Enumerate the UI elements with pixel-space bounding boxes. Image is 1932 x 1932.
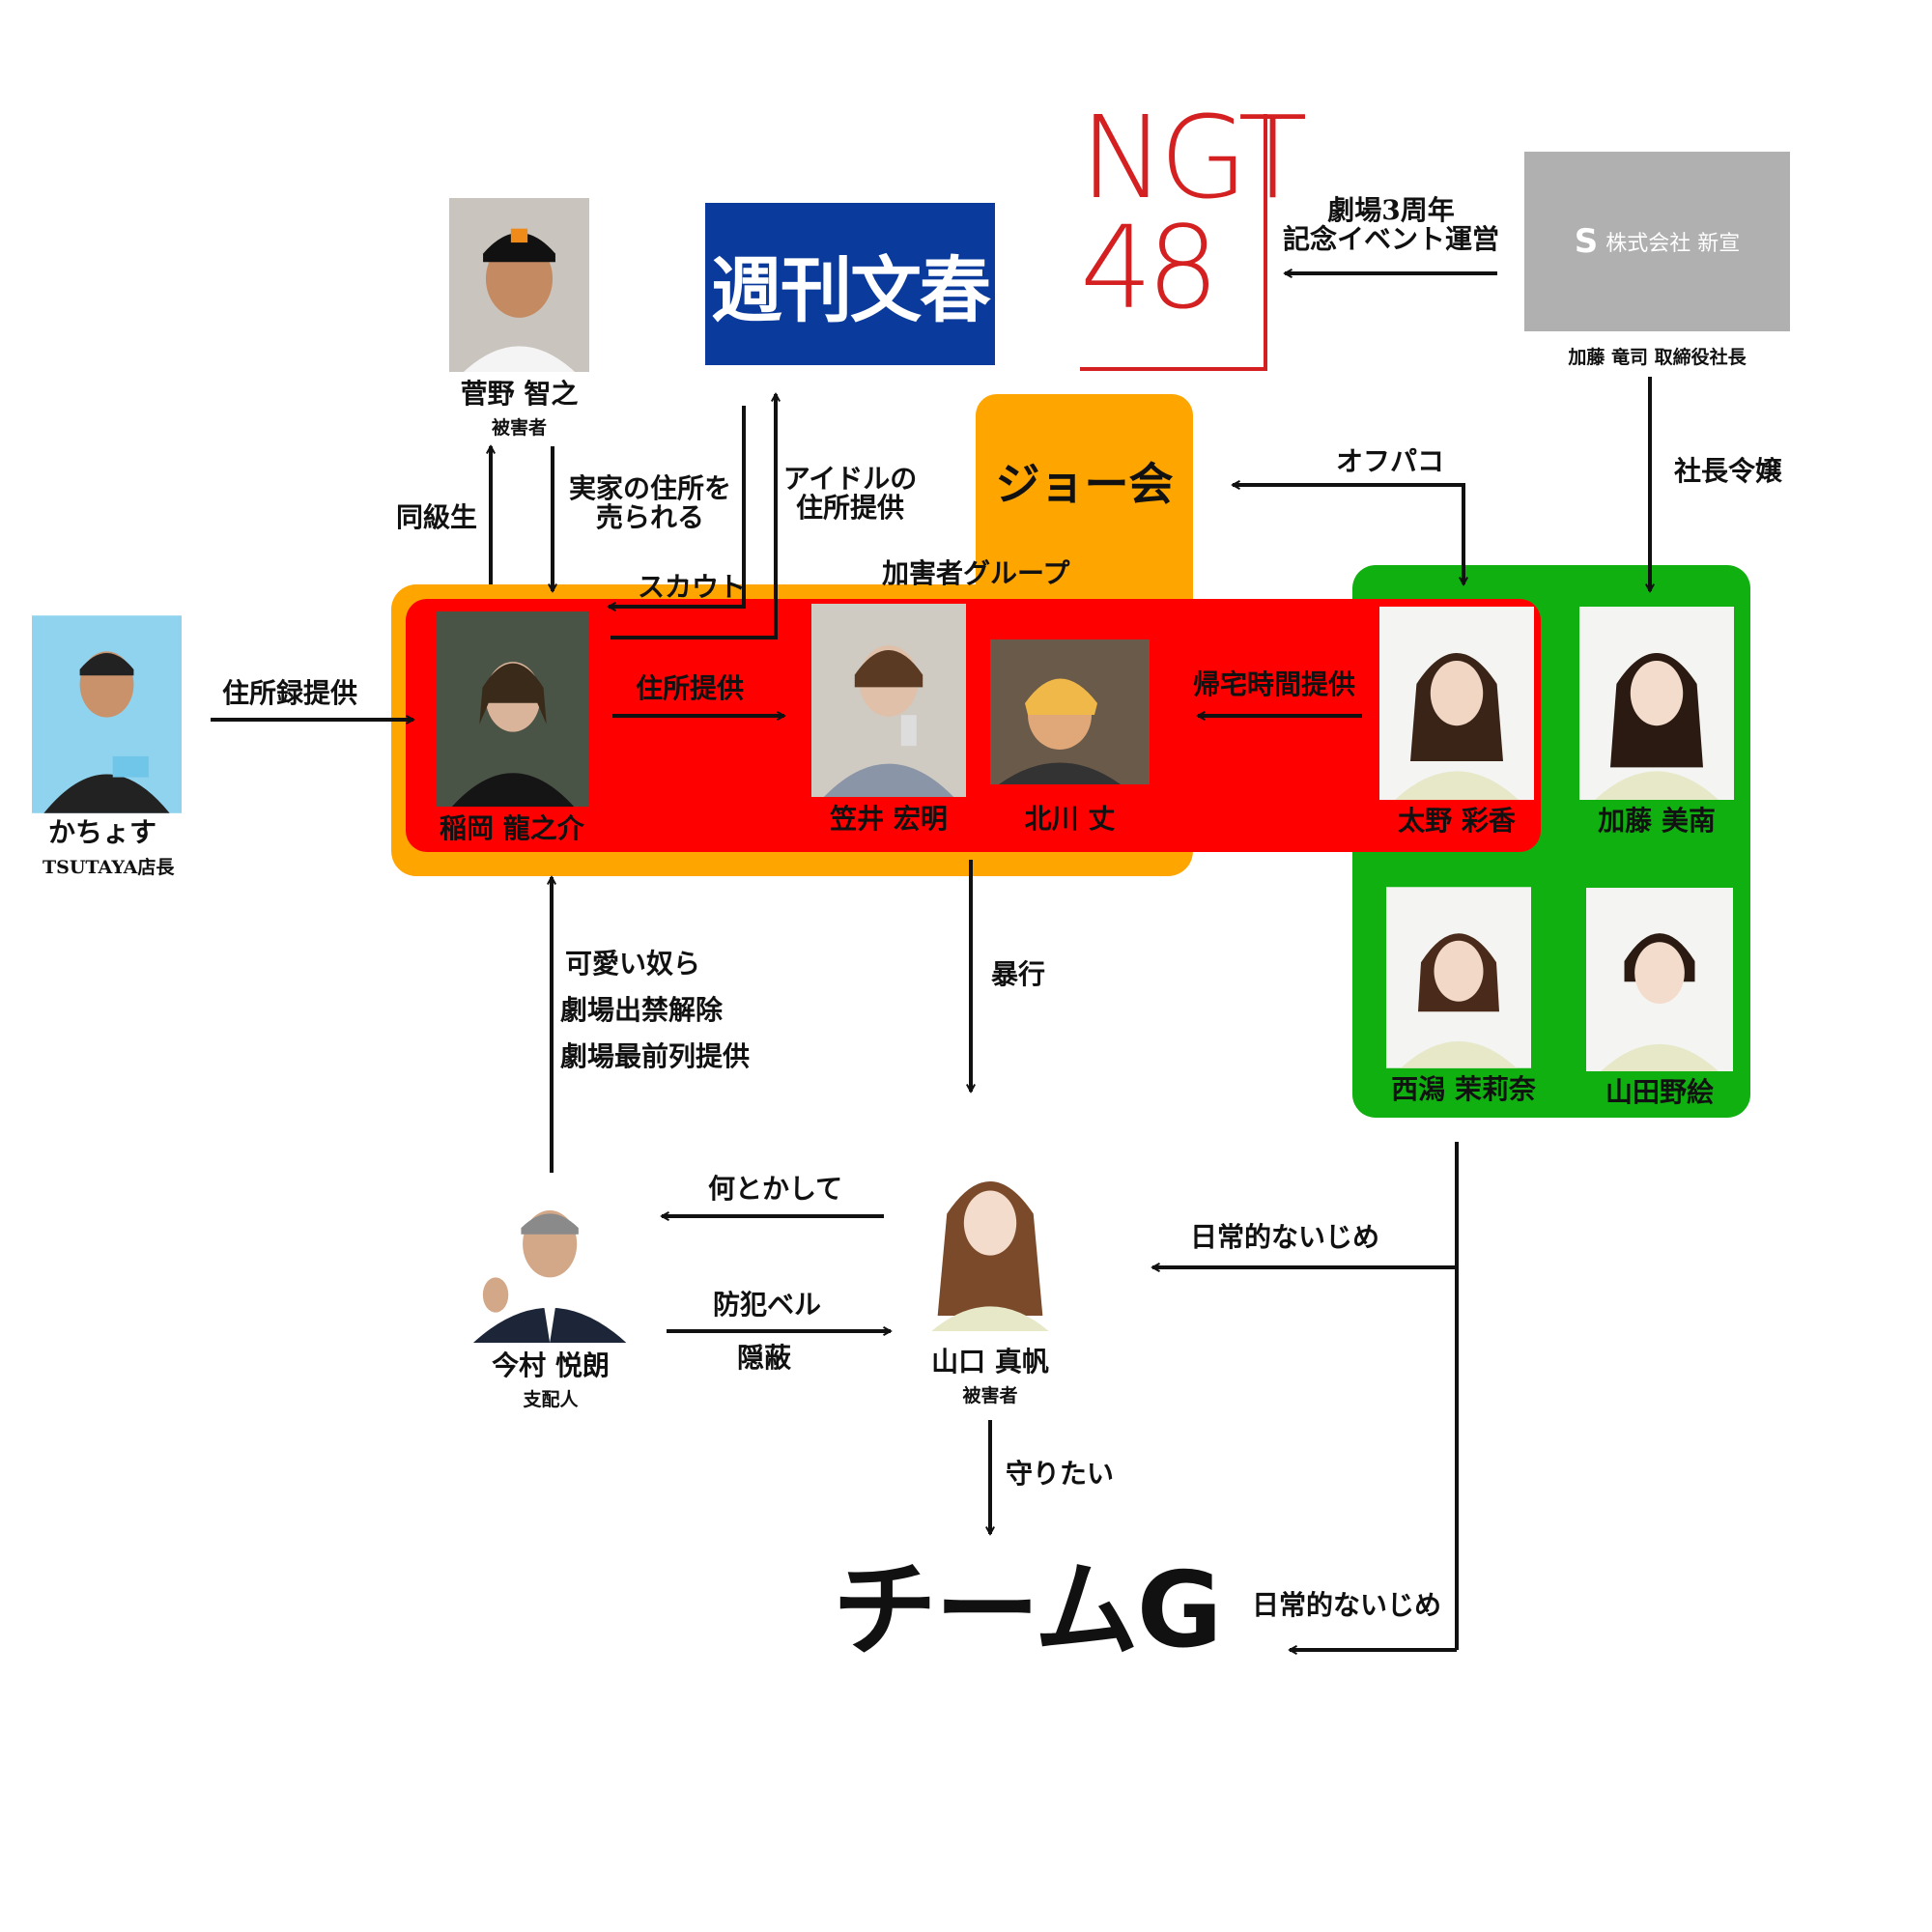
inaoka-photo bbox=[437, 611, 589, 807]
ono-photo bbox=[1379, 607, 1534, 800]
yamaguchi-name: 山口 真帆 bbox=[931, 1346, 1049, 1378]
yamada-photo bbox=[1586, 887, 1733, 1072]
kasai-name: 笠井 宏明 bbox=[830, 803, 948, 835]
label-scout: スカウト bbox=[638, 571, 747, 603]
label-jikka-2: 売られる bbox=[595, 501, 704, 533]
shingi-logo: S 株式会社 新宣 bbox=[1524, 152, 1790, 331]
label-jusho-teikyo: 住所提供 bbox=[636, 672, 745, 704]
label-idol-2: 住所提供 bbox=[795, 492, 904, 524]
kato-minami-photo bbox=[1579, 607, 1734, 800]
kato-ceo-label: 加藤 竜司 取締役社長 bbox=[1568, 347, 1747, 368]
label-kawaii-1: 可愛い奴ら bbox=[565, 948, 701, 980]
label-offpako: オフパコ bbox=[1336, 445, 1445, 477]
imamura-name: 今村 悦朗 bbox=[492, 1350, 610, 1381]
label-kawaii-2: 劇場出禁解除 bbox=[560, 994, 724, 1026]
label-boko: 暴行 bbox=[991, 958, 1046, 990]
sugano-photo bbox=[449, 198, 589, 372]
bunshun-logo-text: 週刊文春 bbox=[711, 248, 991, 332]
label-kawaii-3: 劇場最前列提供 bbox=[560, 1040, 751, 1072]
ngt48-logo-line2: 48 bbox=[1080, 201, 1219, 334]
kachoyasu-role: TSUTAYA店長 bbox=[43, 857, 175, 878]
kachoyasu-name: かちょす bbox=[48, 816, 157, 848]
joe-kai-title: ジョー会 bbox=[995, 458, 1174, 510]
label-jikka-1: 実家の住所を bbox=[568, 472, 731, 504]
label-mamoritai: 守りたい bbox=[1006, 1458, 1115, 1490]
label-gekijo-1: 劇場3周年 bbox=[1327, 194, 1455, 226]
imamura-role: 支配人 bbox=[523, 1389, 579, 1410]
bunshun-logo: 週刊文春 bbox=[705, 203, 995, 365]
label-idol-1: アイドルの bbox=[782, 463, 918, 495]
kitagawa-name: 北川 丈 bbox=[1024, 803, 1116, 835]
ngt48-logo: NGT 48 bbox=[1080, 100, 1308, 373]
yamaguchi-role: 被害者 bbox=[962, 1385, 1018, 1406]
ngt48-logo-line1: NGT bbox=[1080, 91, 1308, 224]
label-shacho-reijo: 社長令嬢 bbox=[1674, 455, 1783, 487]
label-ijime-1: 日常的ないじめ bbox=[1190, 1221, 1380, 1253]
nishigata-name: 西潟 茉莉奈 bbox=[1391, 1073, 1536, 1105]
label-gekijo-2: 記念イベント運営 bbox=[1282, 223, 1499, 255]
label-inpei: 隠蔽 bbox=[737, 1342, 792, 1374]
shingi-s-icon: S bbox=[1574, 222, 1599, 261]
kato-minami-name: 加藤 美南 bbox=[1598, 805, 1716, 837]
label-ijime-2: 日常的ないじめ bbox=[1252, 1589, 1442, 1621]
team-g-title: チームG bbox=[833, 1550, 1222, 1671]
shingi-logo-text: 株式会社 新宣 bbox=[1605, 232, 1741, 256]
nishigata-photo bbox=[1386, 887, 1531, 1068]
sugano-role: 被害者 bbox=[491, 417, 547, 439]
inaoka-name: 稲岡 龍之介 bbox=[440, 812, 584, 844]
label-bohan: 防犯ベル bbox=[713, 1289, 822, 1321]
kitagawa-photo bbox=[990, 639, 1150, 784]
label-nantoka: 何とかして bbox=[708, 1173, 843, 1205]
kasai-photo bbox=[811, 604, 966, 797]
sugano-name: 菅野 智之 bbox=[460, 378, 579, 410]
imamura-photo bbox=[459, 1183, 638, 1343]
label-kagaisha-group: 加害者グループ bbox=[882, 557, 1070, 589]
label-dokyusei: 同級生 bbox=[396, 501, 478, 533]
ngt48-logo-frame bbox=[1080, 114, 1267, 371]
kachoyasu-photo bbox=[32, 615, 182, 813]
inner-red-box bbox=[406, 599, 1541, 852]
ono-name: 太野 彩香 bbox=[1398, 805, 1516, 837]
label-jushoroku: 住所録提供 bbox=[222, 677, 358, 709]
yamaguchi-photo bbox=[913, 1143, 1067, 1331]
label-kitaku: 帰宅時間提供 bbox=[1193, 668, 1356, 700]
yamada-name: 山田野絵 bbox=[1605, 1076, 1714, 1108]
